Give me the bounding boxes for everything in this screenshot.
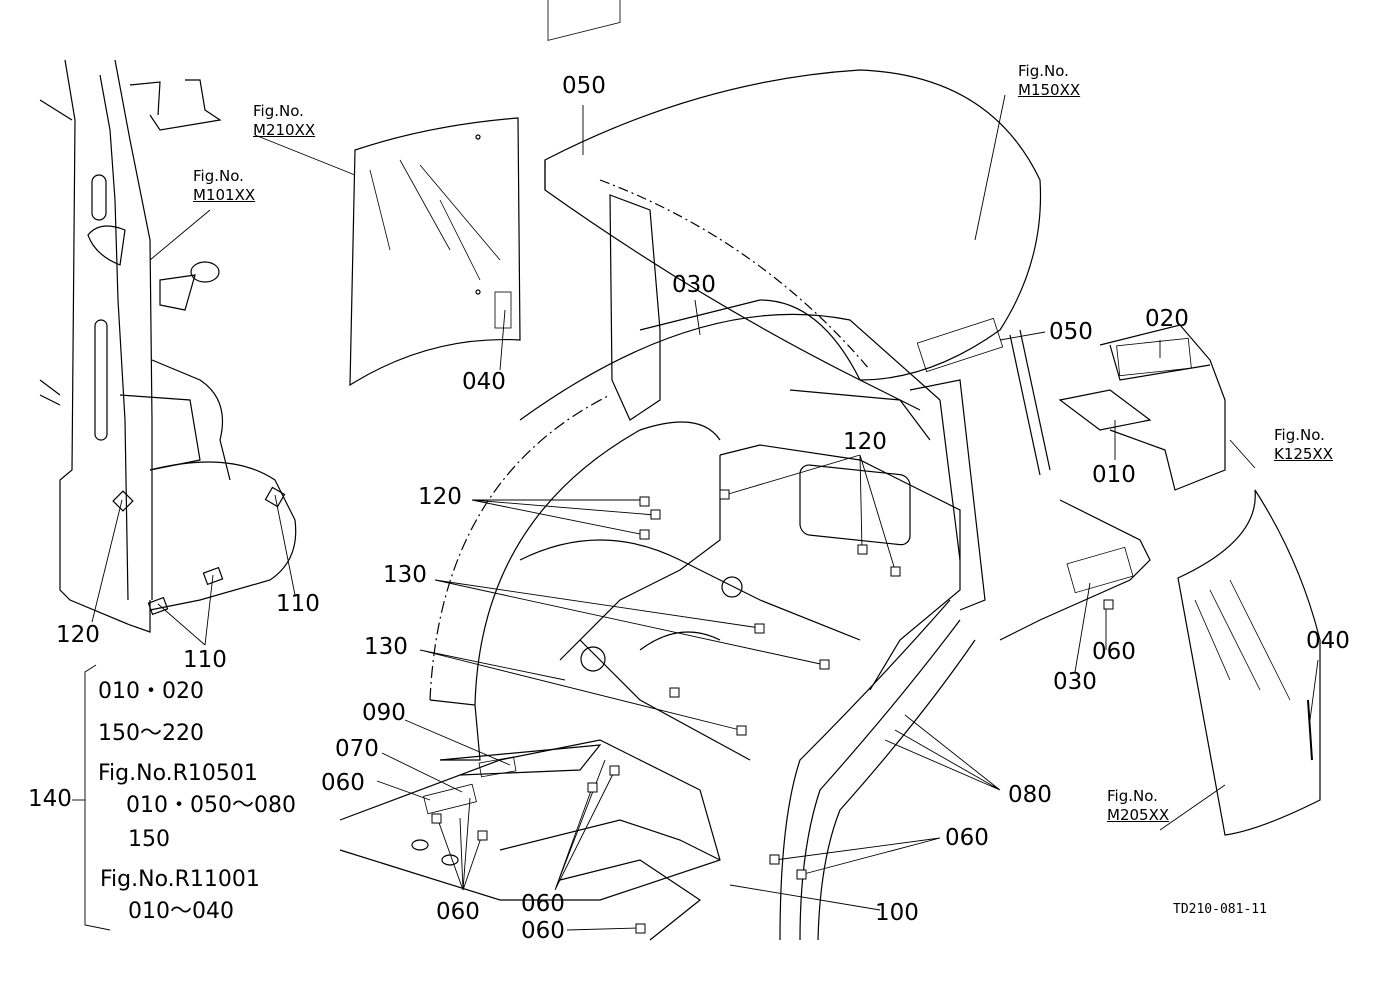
callout-120-center: 120 xyxy=(843,429,887,455)
callout-030-mid: 030 xyxy=(672,272,716,298)
callout-040-right: 040 xyxy=(1306,628,1350,654)
callout-110-b: 110 xyxy=(183,647,227,673)
fig-ref-m101-line1: Fig.No. xyxy=(193,167,244,185)
callout-060-e: 060 xyxy=(945,825,989,851)
fig-ref-m210-code: M210XX xyxy=(253,121,316,139)
floor-drawing xyxy=(339,739,721,941)
fig-ref-m101-code: M101XX xyxy=(193,186,256,204)
fig-ref-m150-code: M150XX xyxy=(1018,81,1081,99)
fig-ref-m205-code: M205XX xyxy=(1107,806,1170,824)
callout-060-b: 060 xyxy=(436,899,480,925)
kit-note-line5: 150 xyxy=(128,827,170,852)
kit-note-line2: 150～220 xyxy=(98,721,204,746)
fig-ref-k125: Fig.No. K125XX xyxy=(1274,426,1333,464)
left-pillar-drawing xyxy=(39,59,297,633)
callout-060-f: 060 xyxy=(1092,639,1136,665)
callout-040-left: 040 xyxy=(462,369,506,395)
fig-ref-m205-line1: Fig.No. xyxy=(1107,787,1158,805)
callout-100: 100 xyxy=(875,900,919,926)
callout-130-a: 130 xyxy=(383,562,427,588)
callout-060-a: 060 xyxy=(321,770,365,796)
kit-note-line3: Fig.No.R10501 xyxy=(98,761,258,786)
callout-020: 020 xyxy=(1145,306,1189,332)
fig-ref-m210-line1: Fig.No. xyxy=(253,102,304,120)
left-glass-panel-drawing xyxy=(349,117,521,387)
callout-010: 010 xyxy=(1092,462,1136,488)
fig-ref-m210: Fig.No. M210XX xyxy=(253,102,315,140)
fig-ref-k125-code: K125XX xyxy=(1274,445,1334,463)
fig-ref-m101: Fig.No. M101XX xyxy=(193,167,255,205)
fig-ref-k125-line1: Fig.No. xyxy=(1274,426,1325,444)
drawing-code: TD210-081-11 xyxy=(1173,902,1267,917)
kit-note-line6: Fig.No.R11001 xyxy=(100,867,260,892)
fig-ref-m150: Fig.No. M150XX xyxy=(1018,62,1080,100)
fender-drawing xyxy=(429,194,1151,941)
callout-060-c: 060 xyxy=(521,891,565,917)
fig-ref-m205: Fig.No. M205XX xyxy=(1107,787,1169,825)
roof-drawing xyxy=(544,0,1042,381)
callout-110-a: 110 xyxy=(276,591,320,617)
callout-070: 070 xyxy=(335,736,379,762)
callout-050-top: 050 xyxy=(562,73,606,99)
kit-note-line7: 010～040 xyxy=(128,899,234,924)
decal-marks xyxy=(431,489,1114,934)
callout-140: 140 xyxy=(28,786,72,812)
kit-note-line1: 010・020 xyxy=(98,679,204,704)
right-cover-drawing xyxy=(1058,324,1226,491)
fig-ref-m150-line1: Fig.No. xyxy=(1018,62,1069,80)
right-glass-panel-drawing xyxy=(1177,489,1321,836)
callout-050-right: 050 xyxy=(1049,319,1093,345)
callout-120-left: 120 xyxy=(418,484,462,510)
callout-120-pillar: 120 xyxy=(56,622,100,648)
callout-080: 080 xyxy=(1008,782,1052,808)
callout-060-d: 060 xyxy=(521,918,565,944)
callout-030-right: 030 xyxy=(1053,669,1097,695)
leader-lines xyxy=(72,94,1319,931)
callout-130-b: 130 xyxy=(364,634,408,660)
kit-note-line4: 010・050～080 xyxy=(126,793,296,818)
callout-090: 090 xyxy=(362,700,406,726)
